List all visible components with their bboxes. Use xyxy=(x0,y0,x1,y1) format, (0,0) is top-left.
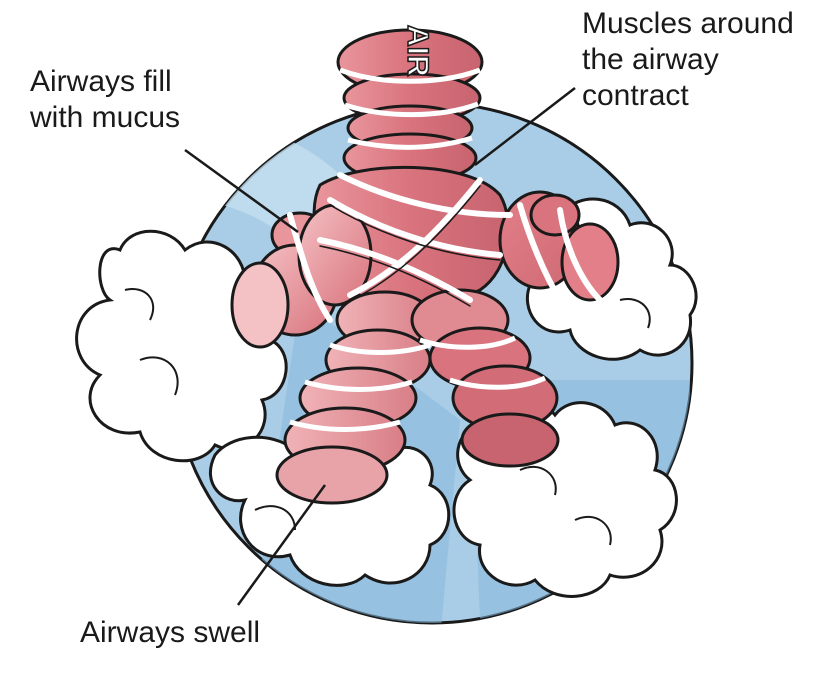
label-line: Airways swell xyxy=(80,616,261,649)
airway-branch-lower-left xyxy=(275,290,435,505)
callout-line-muscles xyxy=(474,87,576,166)
trachea xyxy=(336,28,484,184)
muscle-bands xyxy=(287,172,603,323)
callout-line-swell xyxy=(236,484,327,606)
label-airways-swell: Airways swell xyxy=(80,615,260,651)
label-line: with mucus xyxy=(30,101,181,134)
label-line: Muscles around xyxy=(582,7,794,40)
label-line: contract xyxy=(582,79,689,112)
label-airways-fill-with-mucus: Airways fill with mucus xyxy=(30,64,180,136)
muscle-band-outlines xyxy=(319,185,501,307)
airway-branch-lower-right xyxy=(410,288,560,468)
label-line: Airways fill xyxy=(30,65,172,98)
callout-line-mucus xyxy=(184,148,299,234)
label-line: the airway xyxy=(582,43,719,76)
air-label: AIR xyxy=(401,25,434,77)
callout-lines xyxy=(184,87,576,606)
label-muscles-around-airway-contract: Muscles around the airway contract xyxy=(582,6,794,114)
